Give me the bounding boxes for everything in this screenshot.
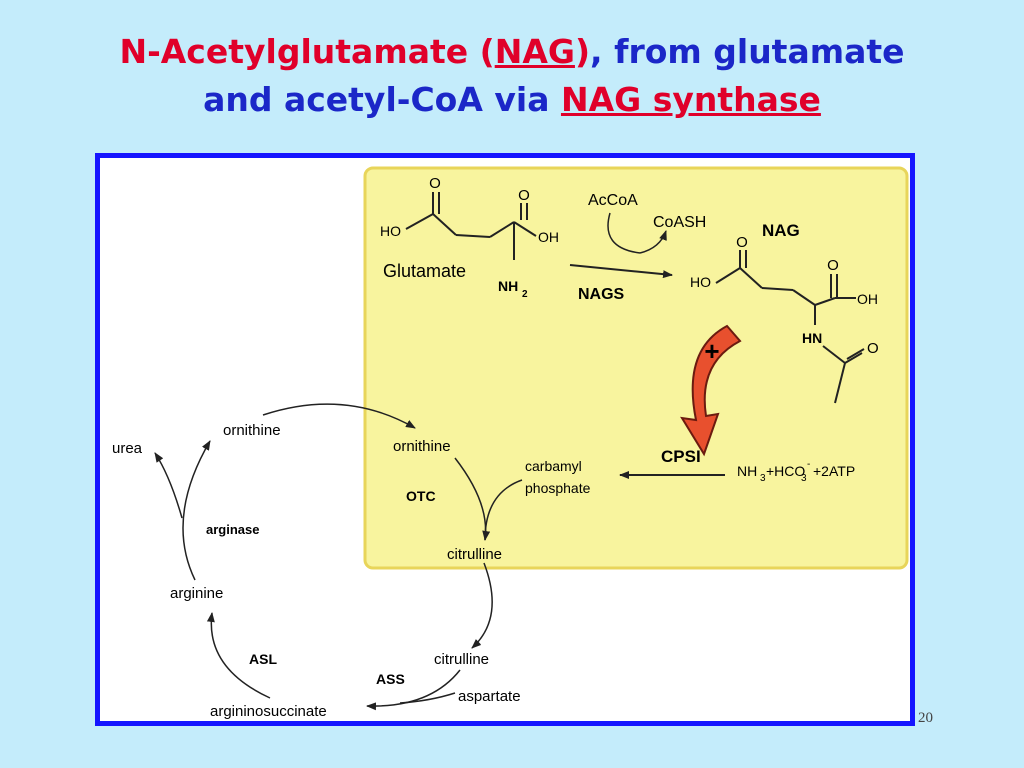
carbamyl-label: carbamyl [525,458,582,474]
coash-release-arrow [639,230,667,254]
nags-reaction-arrow [569,264,673,279]
diagram-frame: O O HO OH Glutamate NH 2 AcCoA CoASH NAG… [95,153,915,726]
nag-structure [715,250,865,404]
substrates-nh: NH [737,463,757,479]
nag-o-acetyl: O [867,340,879,357]
cofactor-arrow [607,212,641,254]
ornithine-left-label: ornithine [223,422,281,439]
title-text-nag-name: N-Acetylglutamate ( [119,32,495,71]
title-from-glutamate: from glutamate [602,32,905,71]
glutamate-nh-subscript: 2 [522,289,528,300]
substrates-superscript: - [807,459,810,470]
aspartate-join-line [399,692,456,704]
coash-label: CoASH [653,214,706,231]
slide-number: 20 [918,710,933,726]
nag-ho: HO [690,274,711,290]
asl-arrow [206,612,271,699]
nag-label: NAG [762,221,800,240]
glutamate-o-top: O [429,175,441,192]
substrates-hco-subscript: 3 [801,473,807,484]
nag-o-top: O [736,234,748,251]
ornithine-right-label: ornithine [393,438,451,455]
citrulline-bottom-label: citrulline [434,651,489,668]
phosphate-label: phosphate [525,480,591,496]
urea-cycle-arrows [154,403,523,711]
cpsi-label: CPSI [661,447,701,466]
ass-arrow [366,669,461,711]
urea-release-arrow [154,452,183,519]
title-line-2: and acetyl-CoA via NAG synthase [0,76,1024,124]
arginase-arrow [182,440,211,581]
citrulline-top-label: citrulline [447,546,502,563]
otc-label: OTC [406,488,436,504]
carbamyl-join-line [484,479,523,541]
urea-label: urea [112,440,143,457]
activation-plus: + [704,336,719,366]
glutamate-label: Glutamate [383,261,466,281]
urea-cycle-diagram: O O HO OH Glutamate NH 2 AcCoA CoASH NAG… [112,166,909,720]
title-comma: , [590,32,603,71]
nag-oh: OH [857,291,878,307]
title-line-1: N-Acetylglutamate (NAG), from glutamate [0,28,1024,76]
nag-hn: HN [802,330,822,346]
citrulline-transport-arrow [471,562,493,649]
argininosuccinate-label: argininosuccinate [210,703,327,720]
glutamate-ho: HO [380,223,401,239]
glutamate-nh: NH [498,278,518,294]
arginine-label: arginine [170,585,223,602]
substrates-nh-subscript: 3 [760,473,766,484]
ornithine-transport-arrow [262,403,416,429]
title-nag-synthase-link[interactable]: NAG synthase [560,80,821,119]
nags-label: NAGS [578,286,625,303]
substrates-atp: +2ATP [813,463,855,479]
title-acetyl-coa: and acetyl-CoA via [203,80,561,119]
glutamate-structure [405,192,537,260]
nag-synthesis-highlight [363,166,909,570]
substrates-hco: +HCO [766,463,805,479]
glutamate-o-right: O [518,187,530,204]
title-nag-link[interactable]: NAG [494,32,575,71]
title-paren: ) [574,32,591,71]
arginase-label: arginase [206,522,259,537]
ass-label: ASS [376,671,405,687]
aspartate-label: aspartate [458,688,521,705]
asl-label: ASL [249,651,277,667]
accoa-label: AcCoA [588,192,638,209]
glutamate-oh: OH [538,229,559,245]
activation-arrow-icon [680,324,742,457]
slide-title: N-Acetylglutamate (NAG), from glutamate … [0,28,1024,124]
nag-o-right: O [827,257,839,274]
